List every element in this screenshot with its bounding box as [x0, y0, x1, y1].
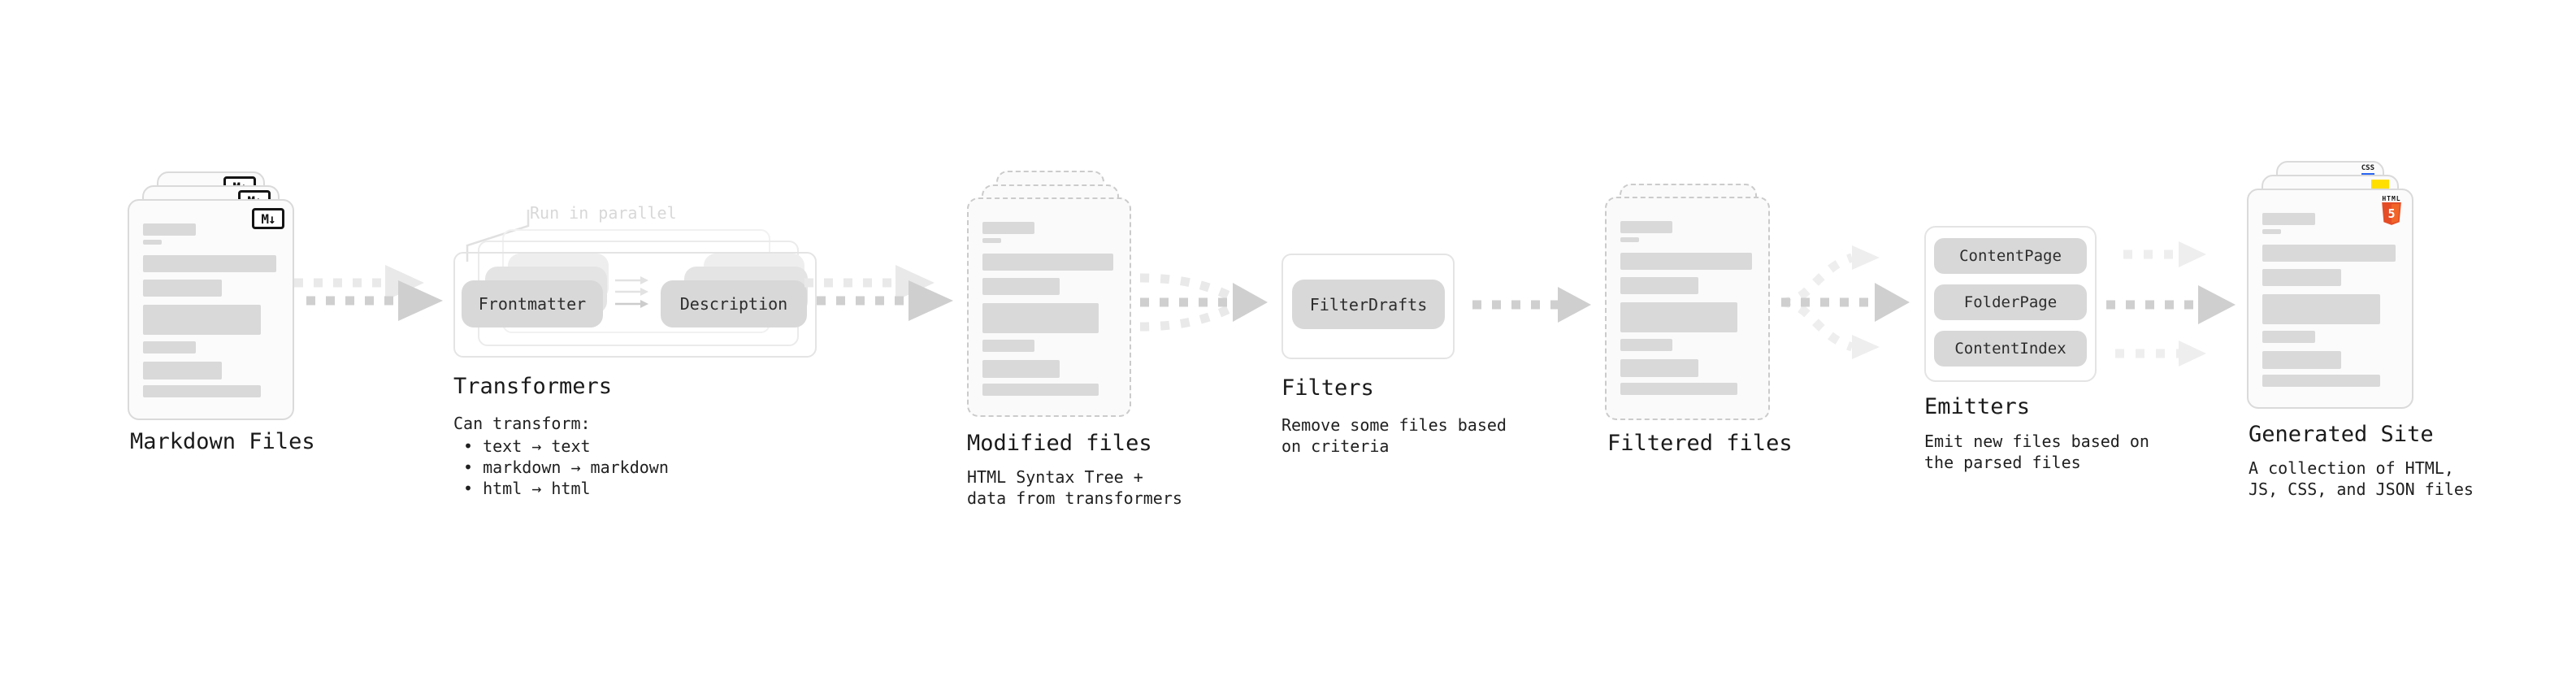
svg-text:5: 5: [2387, 206, 2395, 221]
transformers-bullet: • markdown → markdown: [463, 458, 669, 477]
transformers-bullet: • text → text: [463, 436, 591, 456]
filters-description: on criteria: [1281, 436, 1390, 456]
modified-files-description: HTML Syntax Tree +: [967, 467, 1143, 487]
contentindex-pill: ContentIndex: [1934, 331, 2087, 367]
markdown-file-front: M↓: [128, 199, 294, 420]
arrow-right-icon: [804, 265, 953, 321]
document-text-placeholder: [982, 222, 1116, 396]
parallel-mini-arrows-icon: [615, 276, 648, 308]
modified-file-front: [967, 197, 1131, 417]
modified-files-description: data from transformers: [967, 488, 1182, 508]
emitters-description: the parsed files: [1924, 453, 2081, 472]
arrow-right-icon: [294, 265, 443, 321]
modified-files-label: Modified files: [967, 431, 1152, 456]
emitters-label: Emitters: [1924, 394, 2031, 419]
callout-line: [466, 210, 530, 262]
diverging-arrows-icon: [1780, 245, 1910, 359]
javascript-icon: [2371, 180, 2389, 189]
run-in-parallel-note: Run in parallel: [530, 203, 677, 223]
folderpage-pill: FolderPage: [1934, 284, 2087, 320]
description-pill: Description: [661, 280, 807, 327]
generated-site-label: Generated Site: [2249, 422, 2434, 447]
document-text-placeholder: [1620, 221, 1754, 395]
transformers-bullet: • html → html: [463, 479, 591, 498]
filterdrafts-pill: FilterDrafts: [1292, 280, 1445, 329]
html5-icon-text: HTML: [2382, 195, 2401, 202]
transformers-box: [453, 252, 817, 358]
markdown-files-label: Markdown Files: [130, 429, 315, 454]
frontmatter-pill: Frontmatter: [462, 280, 603, 327]
markdown-icon: M↓: [252, 208, 284, 229]
emitters-description: Emit new files based on: [1924, 432, 2149, 451]
triple-arrows-icon: [2106, 241, 2236, 367]
html5-icon: HTML 5: [2379, 195, 2404, 229]
transformers-description-title: Can transform:: [453, 414, 591, 433]
document-text-placeholder: [2262, 213, 2398, 387]
filters-label: Filters: [1281, 375, 1374, 401]
converging-arrows-icon: [1139, 273, 1268, 332]
arrow-right-icon: [1472, 287, 1591, 323]
document-text-placeholder: [143, 223, 279, 397]
filtered-file-front: [1605, 197, 1770, 420]
filtered-files-label: Filtered files: [1607, 431, 1793, 456]
filters-description: Remove some files based: [1281, 415, 1507, 435]
transformers-label: Transformers: [453, 374, 613, 399]
generated-file-html: HTML 5: [2247, 189, 2413, 409]
generated-site-description: JS, CSS, and JSON files: [2249, 479, 2474, 499]
contentpage-pill: ContentPage: [1934, 238, 2087, 274]
generated-site-description: A collection of HTML,: [2249, 458, 2454, 478]
